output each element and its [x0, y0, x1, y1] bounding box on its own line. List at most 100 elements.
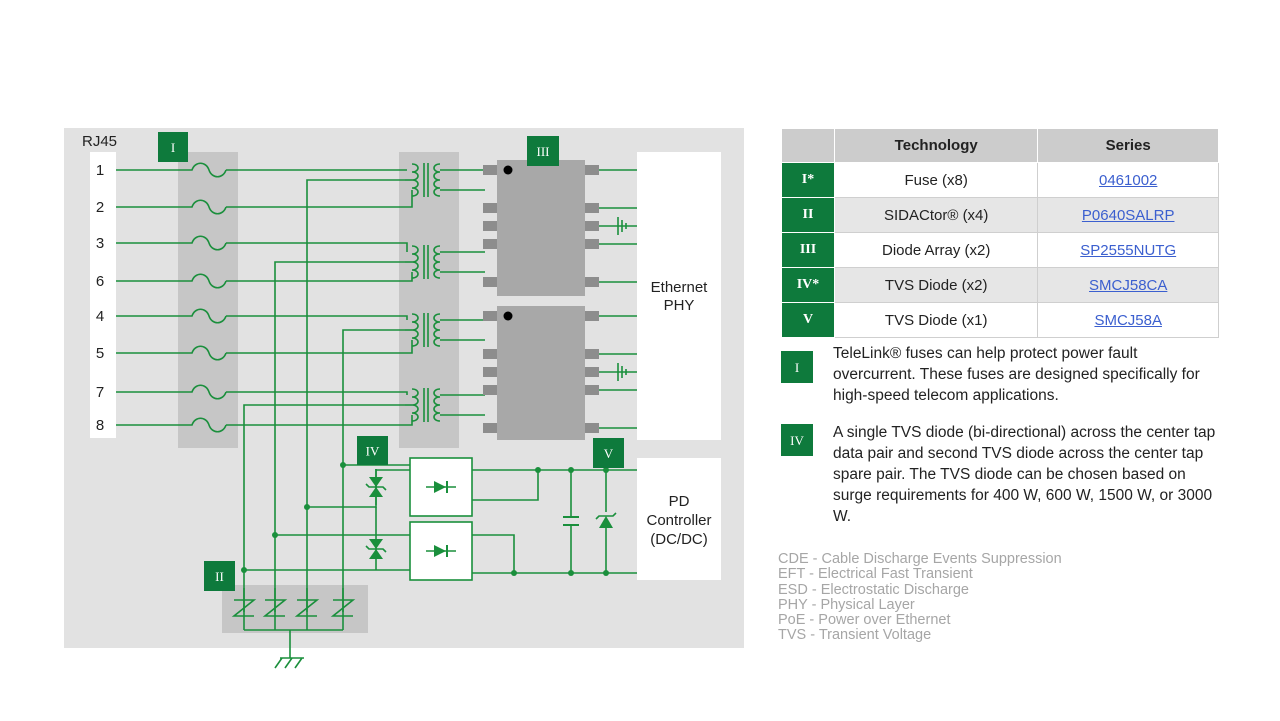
junction-dot [241, 567, 247, 573]
junction-dot [535, 467, 541, 473]
transformer-icon [405, 313, 485, 347]
wire [116, 417, 227, 433]
series-cell: 0461002 [1037, 162, 1219, 198]
diode-array-chip [483, 160, 637, 296]
chip-pin [483, 277, 497, 287]
glossary-item: PHY - Physical Layer [778, 596, 915, 613]
pin-label: 3 [96, 235, 104, 252]
pin-label: 5 [96, 345, 104, 362]
tvs-triangle [369, 549, 383, 559]
fuse-column-shade [178, 152, 238, 448]
chip-pin [585, 349, 599, 359]
sidactor-icon [262, 588, 288, 630]
series-link[interactable]: P0640SALRP [1081, 206, 1175, 224]
wire [116, 162, 227, 178]
wire [226, 272, 413, 282]
wire [116, 384, 227, 400]
badge-V [593, 438, 624, 468]
wire [342, 329, 405, 612]
technology-cell: Fuse (x8) [833, 162, 1039, 198]
pin1-marker [503, 311, 513, 321]
technology-header: Technology [833, 128, 1039, 163]
series-cell: SMCJ58CA [1037, 267, 1219, 303]
ethernet-phy-label: Ethernet [651, 279, 709, 296]
ethernet-phy-box [637, 152, 721, 440]
rj45-connector [90, 152, 116, 438]
sidactor-icon [330, 588, 356, 630]
row-number-badge: V [781, 302, 835, 338]
wire [226, 315, 408, 320]
technology-cell: TVS Diode (x2) [833, 267, 1039, 303]
rectifier-block [409, 457, 473, 517]
wire [116, 199, 227, 215]
glossary-item: CDE - Cable Discharge Events Suppression [778, 551, 1062, 567]
wire [116, 345, 227, 361]
row-number-badge: I* [781, 162, 835, 198]
badge-IV-label: IV [366, 444, 380, 459]
junction-dot [340, 462, 346, 468]
badge-III [527, 136, 559, 166]
tvs-diode-bar [595, 512, 617, 520]
earth-ground-icon [274, 657, 304, 669]
series-link[interactable]: SMCJ58A [1094, 311, 1162, 329]
junction-dot [272, 532, 278, 538]
badge-I [158, 132, 188, 162]
sidactor-symbol [262, 599, 288, 617]
badge-II-label: II [215, 569, 224, 584]
pin-label: 7 [96, 384, 104, 401]
chip-pin [483, 203, 497, 213]
chip-pin [585, 277, 599, 287]
series-header: Series [1037, 128, 1219, 163]
series-cell: SP2555NUTG [1037, 232, 1219, 268]
chip-pin [483, 221, 497, 231]
tvs-note-text: A single TVS diode (bi-directional) acro… [833, 424, 1216, 525]
junction-dot [304, 504, 310, 510]
transformer-icon [405, 163, 485, 197]
row-number-badge: II [781, 197, 835, 233]
rj45-label: RJ45 [82, 133, 117, 150]
technology-cell: Diode Array (x2) [833, 232, 1039, 268]
pin-label: 2 [96, 199, 104, 216]
chip-pin [585, 165, 599, 175]
wire [243, 404, 405, 612]
pd-controller-label: PD [669, 493, 690, 510]
wire [472, 534, 515, 573]
badge-III-label: III [537, 144, 550, 159]
chip-pin [585, 385, 599, 395]
circuit-diagram: 12364578RJ45EthernetPHYPDController(DC/D… [64, 128, 744, 669]
chip-pin [585, 311, 599, 321]
technology-cell: SIDACtor® (x4) [833, 197, 1039, 233]
glossary-item: ESD - Electrostatic Discharge [778, 581, 969, 598]
series-cell: P0640SALRP [1037, 197, 1219, 233]
series-link[interactable]: SP2555NUTG [1080, 241, 1177, 259]
transformer-secondary [433, 388, 441, 422]
chip-pin [585, 423, 599, 433]
wire [226, 340, 413, 354]
transformer-icon [405, 245, 485, 279]
series-cell: SMCJ58A [1037, 302, 1219, 338]
chip-body [497, 306, 585, 440]
note-badge-I: I [781, 351, 813, 383]
chip-pin [585, 203, 599, 213]
ethernet-phy-label: PHY [664, 297, 695, 314]
tvs-bidirectional-diode-icon [365, 469, 387, 505]
table-corner [781, 128, 835, 163]
badge-IV [357, 436, 388, 465]
series-link[interactable]: 0461002 [1099, 171, 1158, 189]
pin-label: 6 [96, 273, 104, 290]
series-link[interactable]: SMCJ58CA [1089, 276, 1168, 294]
wire [116, 308, 227, 324]
transformer-icon [405, 388, 485, 422]
wire [306, 179, 405, 612]
chip-pin [483, 367, 497, 377]
wire [226, 391, 408, 395]
tvs-bar [365, 483, 387, 491]
junction-dot [603, 467, 609, 473]
table-row: I*Fuse (x8) 0461002 [781, 162, 1219, 198]
note-badge-IV: IV [781, 424, 813, 456]
chip-pin [483, 349, 497, 359]
chip-pin [483, 165, 497, 175]
